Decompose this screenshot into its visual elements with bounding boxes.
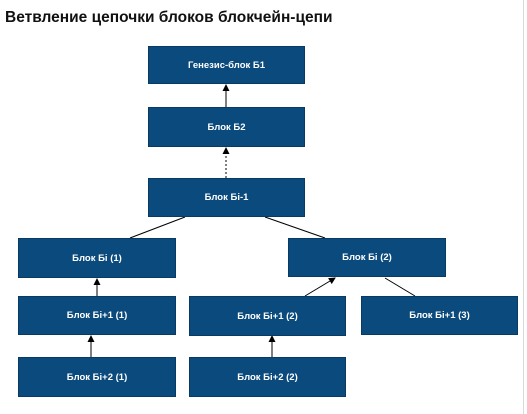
- block-bi-2: Блок Бі (2): [288, 238, 446, 277]
- block-bi-plus-1-1: Блок Бі+1 (1): [18, 296, 176, 335]
- frame-border: [523, 0, 524, 414]
- block-bi-plus-1-2: Блок Бі+1 (2): [189, 296, 346, 336]
- edge-bi-plus-1-3-bi-2: [384, 277, 416, 297]
- edge-bi-plus-1-2-bi-2: [304, 277, 336, 297]
- block-bi-plus-1-3: Блок Бі+1 (3): [361, 296, 518, 335]
- diagram-title: Ветвление цепочки блоков блокчейн-цепи: [5, 9, 333, 26]
- genesis-block: Генезис-блок Б1: [148, 46, 305, 84]
- block-bi-1: Блок Бі (1): [18, 238, 176, 278]
- block-bi-plus-2-2: Блок Бі+2 (2): [189, 357, 346, 397]
- block-bi-minus-1: Блок Бі-1: [148, 178, 305, 217]
- block-bi-plus-2-1: Блок Бі+2 (1): [18, 357, 176, 397]
- block-b2: Блок Б2: [148, 107, 305, 147]
- edge-bi-1-bi-minus-1: [129, 216, 186, 239]
- edge-bi-2-bi-minus-1: [264, 216, 326, 239]
